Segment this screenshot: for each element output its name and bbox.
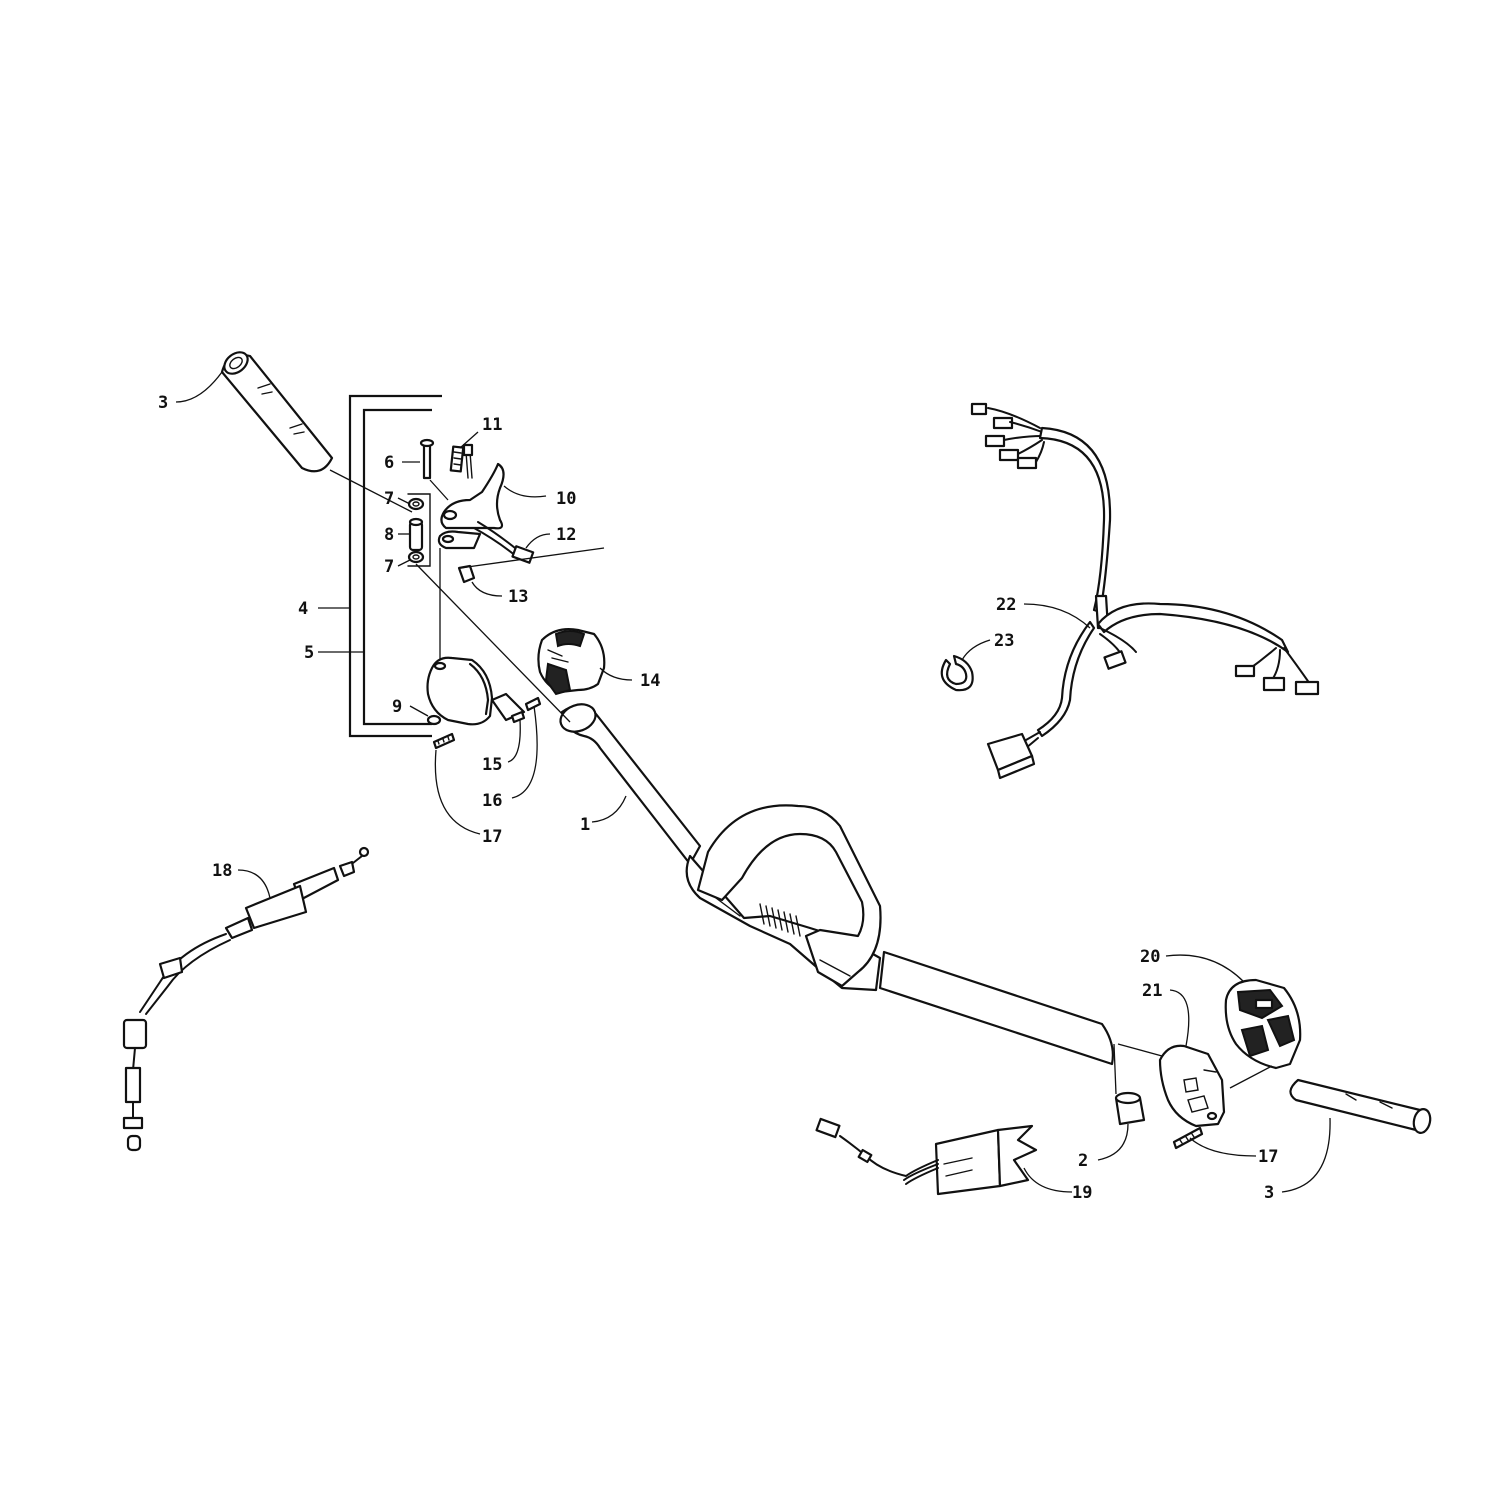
callout-17-right: 17 bbox=[1258, 1147, 1278, 1167]
callout-5: 5 bbox=[304, 643, 314, 663]
heat-element bbox=[449, 445, 465, 473]
throttle-lever bbox=[437, 443, 505, 550]
callout-9: 9 bbox=[392, 697, 402, 717]
washer-upper bbox=[407, 497, 425, 511]
left-grip bbox=[220, 351, 334, 473]
callout-8: 8 bbox=[384, 525, 394, 545]
callout-18: 18 bbox=[212, 861, 232, 881]
retainer-ring bbox=[940, 654, 974, 692]
set-screw bbox=[510, 710, 526, 724]
throttle-cover bbox=[1158, 1044, 1226, 1128]
callout-13: 13 bbox=[508, 587, 528, 607]
bushing bbox=[408, 517, 424, 552]
pin bbox=[419, 438, 435, 480]
callout-19: 19 bbox=[1072, 1183, 1092, 1203]
callout-21: 21 bbox=[1142, 981, 1162, 1001]
callout-14: 14 bbox=[640, 671, 660, 691]
washer-plate-outline bbox=[407, 493, 431, 567]
right-grip bbox=[1289, 1078, 1432, 1134]
callout-6: 6 bbox=[384, 453, 394, 473]
callout-3-left: 3 bbox=[158, 393, 168, 413]
right-switch-housing bbox=[1224, 978, 1302, 1070]
housing-screw-left bbox=[432, 732, 456, 750]
handlebar bbox=[559, 703, 1114, 1066]
callout-7-lower: 7 bbox=[384, 557, 394, 577]
bar-end-plug bbox=[1114, 1091, 1146, 1126]
wiring-harness bbox=[970, 402, 1320, 780]
throttle-cable bbox=[122, 846, 370, 1152]
callout-11: 11 bbox=[482, 415, 502, 435]
callout-labels: 3 11 6 10 7 8 12 7 13 4 5 14 9 15 16 17 … bbox=[158, 393, 1278, 1203]
callout-16: 16 bbox=[482, 791, 502, 811]
callout-17-left: 17 bbox=[482, 827, 502, 847]
callout-3-right: 3 bbox=[1264, 1183, 1274, 1203]
callout-15: 15 bbox=[482, 755, 502, 775]
grip-heat-element bbox=[815, 1117, 1038, 1196]
callout-22: 22 bbox=[996, 595, 1016, 615]
housing-screw-right bbox=[1172, 1126, 1204, 1150]
callout-23: 23 bbox=[994, 631, 1014, 651]
callout-20: 20 bbox=[1140, 947, 1160, 967]
callout-7-upper: 7 bbox=[384, 489, 394, 509]
kit-bracket-5 bbox=[362, 408, 432, 726]
callout-2: 2 bbox=[1078, 1151, 1088, 1171]
callout-10: 10 bbox=[556, 489, 576, 509]
leader-lines bbox=[175, 371, 1331, 1193]
callout-12: 12 bbox=[556, 525, 576, 545]
kit-bracket-4 bbox=[348, 394, 442, 738]
callout-1: 1 bbox=[580, 815, 590, 835]
throttle-housing bbox=[426, 656, 526, 726]
callout-4: 4 bbox=[298, 599, 308, 619]
left-switch-housing bbox=[537, 628, 606, 696]
washer-lower bbox=[407, 550, 425, 564]
screw-small bbox=[524, 696, 542, 712]
